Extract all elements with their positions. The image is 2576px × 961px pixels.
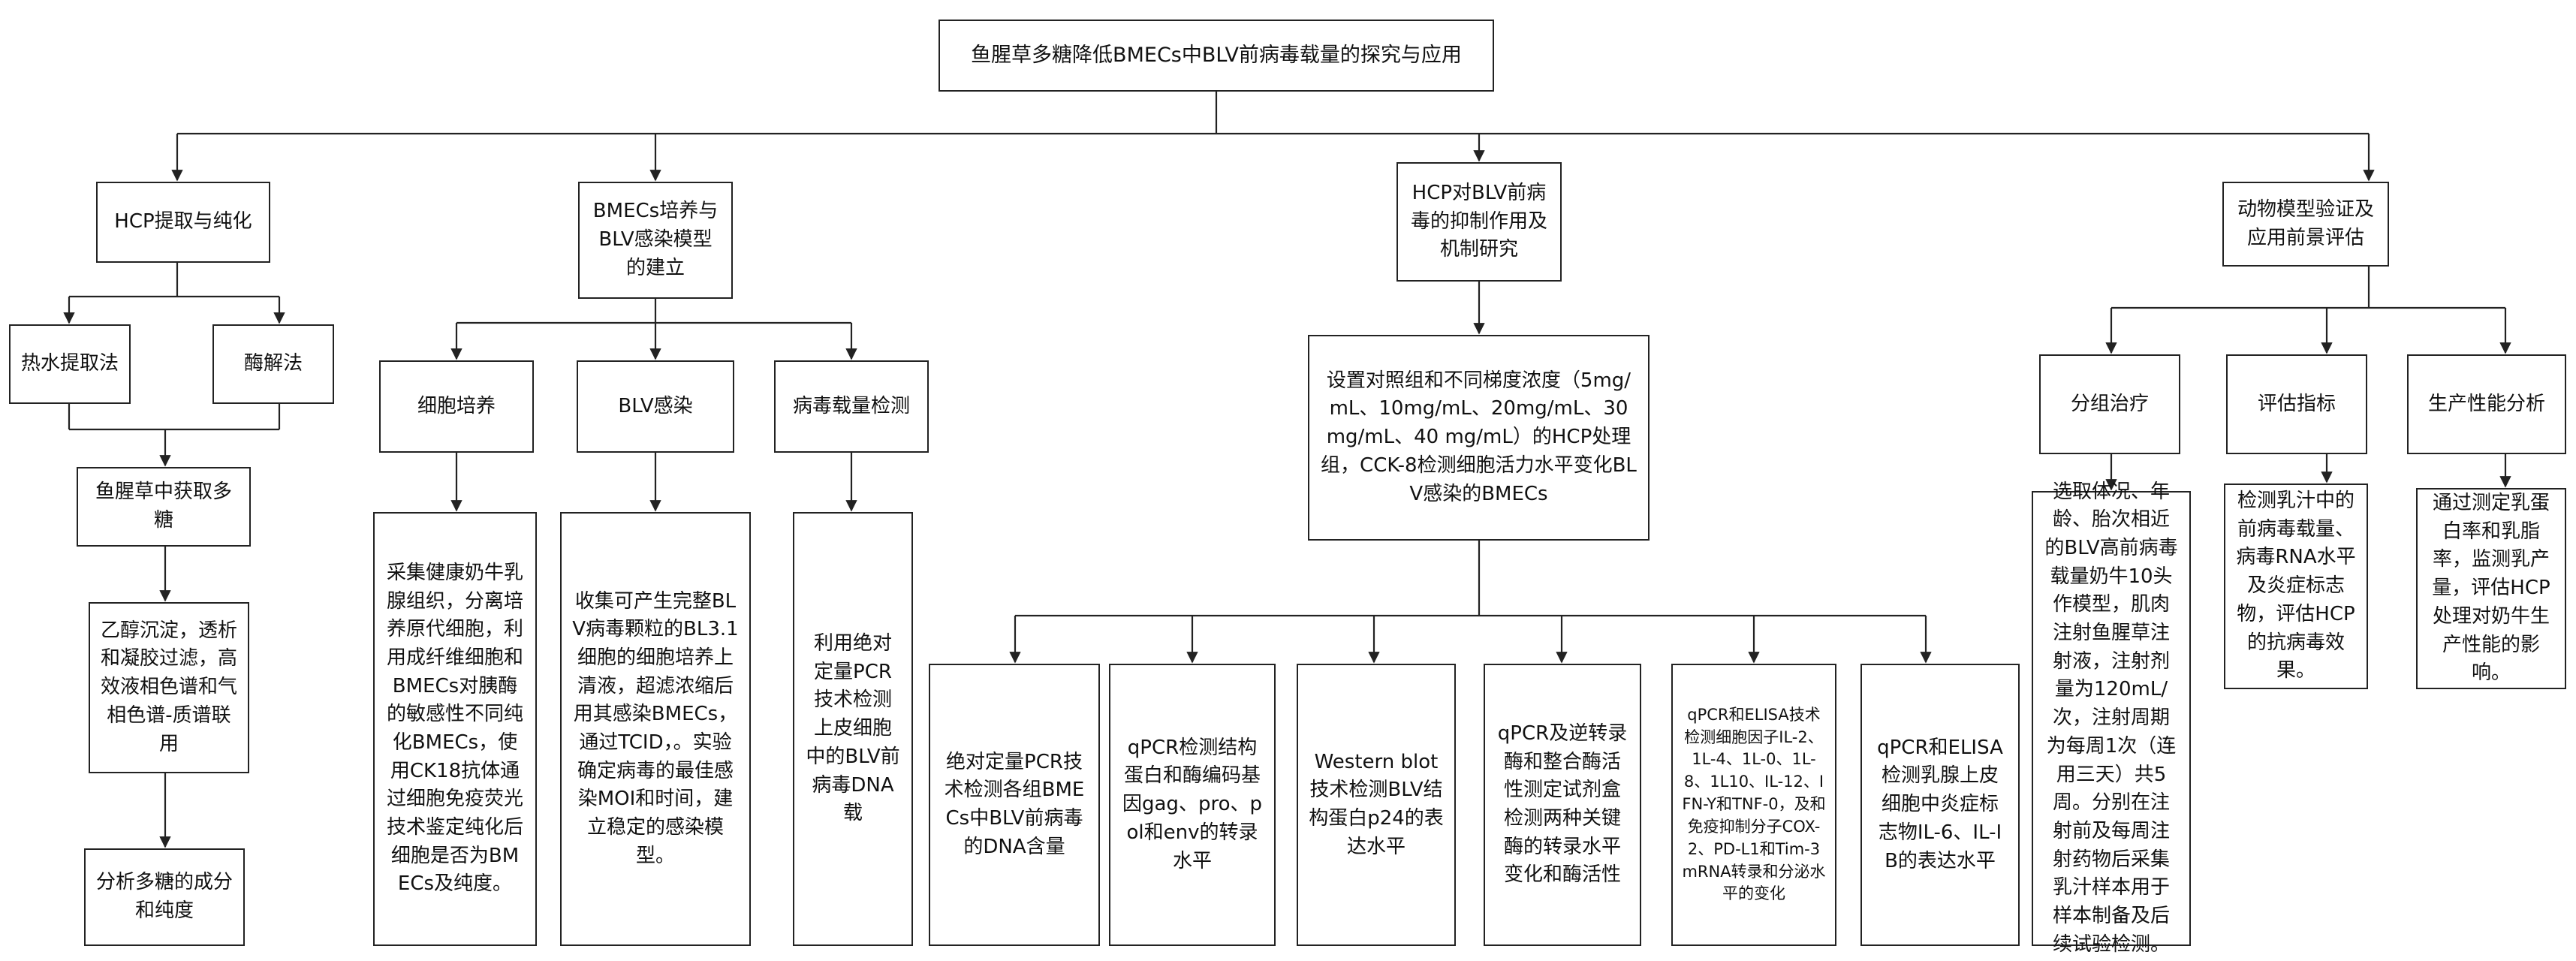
node-assay-inflammation: qPCR和ELISA检测乳腺上皮细胞中炎症标志物IL-6、IL-IB的表达水平 [1860,664,2020,946]
node-purification: 乙醇沉淀，透析和凝胶过滤，高效液相色谱和气相色谱-质谱联用 [89,602,249,773]
node-grouping: 分组治疗 [2039,354,2180,454]
node-assay-dna-content: 绝对定量PCR技术检测各组BMECs中BLV前病毒的DNA含量 [929,664,1100,946]
node-culture-title: BMECs培养与BLV感染模型的建立 [578,182,733,299]
node-production: 生产性能分析 [2407,354,2566,454]
node-analysis: 分析多糖的成分和纯度 [84,848,245,946]
node-indicators: 评估指标 [2226,354,2367,454]
node-mechanism-title: HCP对BLV前病毒的抑制作用及机制研究 [1396,162,1562,282]
node-cell-culture: 细胞培养 [379,360,534,453]
node-production-detail: 通过测定乳蛋白率和乳脂率，监测乳产量，评估HCP处理对奶牛生产性能的影响。 [2416,488,2566,689]
node-extraction-title: HCP提取与纯化 [96,182,270,263]
node-assay-cytokines: qPCR和ELISA技术检测细胞因子IL-2、1L-4、1L-0、1L-8、1L… [1671,664,1836,946]
node-assay-enzyme-activity: qPCR及逆转录酶和整合酶活性测定试剂盒检测两种关键酶的转录水平变化和酶活性 [1484,664,1641,946]
node-viral-load-detail: 利用绝对定量PCR技术检测上皮细胞中的BLV前病毒DNA载 [793,512,913,946]
node-hot-water-method: 热水提取法 [9,324,131,404]
node-grouping-detail: 选取体况、年龄、胎次相近的BLV高前病毒载量奶牛10头作模型，肌肉注射鱼腥草注射… [2032,480,2191,956]
node-blv-infection: BLV感染 [577,360,734,453]
node-cell-culture-detail: 采集健康奶牛乳腺组织，分离培养原代细胞，利用成纤维细胞和BMECs对胰酶的敏感性… [373,512,537,946]
node-indicators-detail: 检测乳汁中的前病毒载量、病毒RNA水平及炎症标志物，评估HCP的抗病毒效果。 [2224,484,2368,689]
node-obtain-polysaccharide: 鱼腥草中获取多糖 [77,467,251,547]
node-assay-western-blot: Western blot技术检测BLV结构蛋白p24的表达水平 [1297,664,1456,946]
root-node: 鱼腥草多糖降低BMECs中BLV前病毒载量的探究与应用 [939,20,1494,92]
node-assay-gene-transcription: qPCR检测结构蛋白和酶编码基因gag、pro、pol和env的转录水平 [1109,664,1276,946]
node-enzyme-method: 酶解法 [212,324,334,404]
node-viral-load-detection: 病毒载量检测 [774,360,929,453]
node-infection-detail: 收集可产生完整BLV病毒颗粒的BL3.1细胞的细胞培养上清液，超滤浓缩后用其感染… [560,512,751,946]
node-concentration-setup: 设置对照组和不同梯度浓度（5mg/mL、10mg/mL、20mg/mL、30mg… [1308,335,1650,541]
node-animal-title: 动物模型验证及应用前景评估 [2222,182,2389,267]
